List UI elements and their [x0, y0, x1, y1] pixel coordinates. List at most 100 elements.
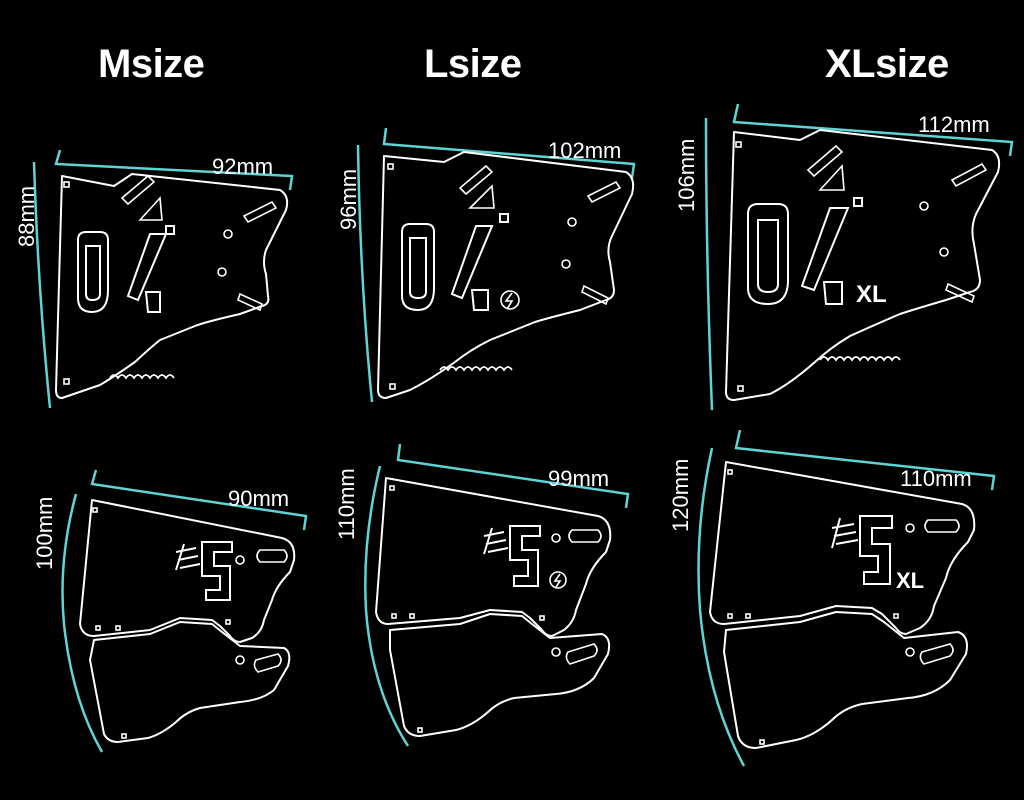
screw-hole: [63, 181, 70, 188]
slot: [253, 653, 282, 673]
dim-height-bottom-l: 110mm: [334, 468, 359, 540]
dim-height-bottom-m: 100mm: [32, 497, 57, 570]
dim-line-height-top-l: [356, 144, 374, 403]
logo-04-icon: [747, 197, 863, 306]
dim-width-top-l: 102mm: [548, 138, 621, 163]
dim-height-top-m: 88mm: [14, 186, 39, 247]
dim-width-bottom-xl: 110mm: [900, 466, 972, 491]
dim-line-height-bottom-xl: [697, 447, 746, 767]
plate-outline: [377, 151, 635, 399]
dim-line-height-bottom-m: [61, 493, 104, 753]
screw-hole: [387, 163, 394, 170]
slot: [924, 519, 960, 533]
xl-badge-bottom: XL: [896, 568, 924, 593]
dim-line-width-bottom-m: [90, 469, 308, 531]
screw-hole: [735, 141, 742, 148]
screw-hole: [737, 385, 744, 392]
screw-hole: [727, 469, 733, 475]
hole: [223, 229, 233, 239]
bolt-icon: [553, 573, 562, 588]
plate-outline-lower: [723, 611, 968, 749]
dim-width-bottom-m: 90mm: [228, 486, 289, 511]
plate-outline: [55, 173, 289, 399]
plate-bottom-l: 99mm 110mm: [334, 443, 630, 747]
dim-height-top-xl: 106mm: [674, 139, 699, 212]
dim-width-top-m: 92mm: [212, 154, 273, 179]
screw-hole: [409, 613, 415, 619]
hole: [919, 201, 929, 211]
plate-bottom-xl: 110mm 120mm XL: [668, 429, 996, 767]
screw-hole: [63, 378, 70, 385]
bolt-logo-icon: [500, 290, 520, 310]
slot: [242, 200, 278, 224]
slot: [586, 180, 622, 204]
hole: [235, 555, 245, 565]
triangle-cutout: [818, 164, 845, 191]
hole: [905, 523, 915, 533]
title-xlsize: XLsize: [825, 42, 949, 86]
title-lsize: Lsize: [424, 42, 522, 86]
xl-badge-top: XL: [856, 281, 887, 308]
screw-hole: [417, 727, 423, 733]
hole: [217, 267, 227, 277]
triangle-cutout: [138, 196, 163, 221]
screw-hole: [389, 383, 396, 390]
plate-outline-upper: [79, 499, 296, 643]
hole: [235, 655, 245, 665]
serrated-edge: [439, 366, 513, 372]
hole: [567, 217, 577, 227]
logo-5-icon: [175, 541, 233, 601]
dim-line-width-top-xl: [732, 103, 1014, 157]
dim-line-width-top-m: [54, 149, 294, 191]
dim-line-height-bottom-l: [364, 465, 410, 747]
plate-outline-lower: [389, 613, 611, 737]
triangle-cutout: [468, 184, 495, 209]
screw-hole: [389, 485, 395, 491]
title-msize: Msize: [98, 42, 205, 86]
screw-hole: [121, 733, 127, 739]
plate-outline-upper: [709, 461, 976, 635]
screw-hole: [115, 625, 121, 631]
slot: [565, 643, 598, 665]
plate-outline-lower: [89, 621, 291, 743]
hole: [551, 647, 561, 657]
plate-top-xl: 112mm 106mm XL: [674, 103, 1014, 411]
slot: [581, 284, 609, 306]
plate-outline: [725, 129, 1001, 401]
screw-hole: [225, 619, 231, 625]
screw-hole: [727, 613, 733, 619]
screw-hole: [95, 625, 101, 631]
logo-04-icon: [77, 225, 175, 314]
logo-04-icon: [401, 213, 509, 312]
dim-line-width-top-l: [382, 127, 636, 179]
serrated-edge: [109, 374, 175, 380]
logo-5-icon: [831, 515, 893, 585]
plate-top-m: 92mm 88mm: [14, 149, 294, 409]
slot: [950, 162, 988, 188]
plate-bottom-m: 90mm 100mm: [32, 469, 308, 753]
screw-hole: [745, 613, 751, 619]
dim-line-height-top-xl: [704, 117, 714, 411]
plate-outline-upper: [375, 477, 612, 637]
bolt-icon: [504, 292, 514, 310]
slot: [806, 144, 844, 178]
slot: [568, 529, 602, 543]
logo-5-icon: [483, 525, 541, 587]
slot: [237, 292, 263, 312]
screw-hole: [893, 613, 899, 619]
dim-line-width-bottom-l: [396, 443, 630, 509]
dim-height-bottom-xl: 120mm: [668, 459, 693, 532]
hole: [551, 533, 561, 543]
dim-height-top-l: 96mm: [336, 169, 361, 230]
slot: [945, 282, 975, 304]
screw-hole: [391, 613, 397, 619]
screw-hole: [759, 739, 765, 745]
dim-width-bottom-l: 99mm: [548, 466, 609, 491]
screw-hole: [539, 615, 545, 621]
slot: [458, 164, 494, 196]
plate-top-l: 102mm 96mm: [336, 127, 636, 403]
serrated-edge: [819, 356, 901, 362]
slot: [919, 643, 954, 665]
dim-line-height-top-m: [32, 161, 52, 409]
